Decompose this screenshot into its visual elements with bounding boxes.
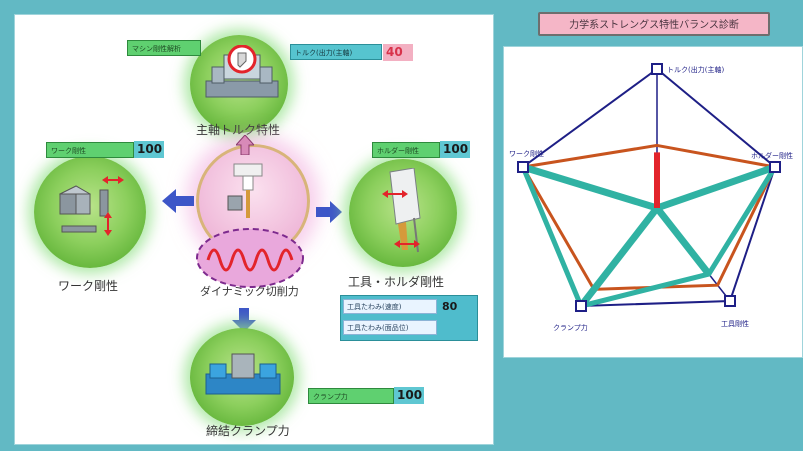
tool-deflection-speed-value[interactable]: 80 bbox=[442, 300, 458, 313]
radar-vertex-1 bbox=[769, 161, 781, 173]
tool-holder-icon bbox=[227, 163, 263, 218]
tool-deflection-surface-value[interactable] bbox=[439, 319, 473, 336]
clamp-force-label: 締結クランプ力 bbox=[206, 424, 290, 438]
radar-vertex-3 bbox=[575, 300, 587, 312]
holder-rigidity-tag[interactable]: ホルダー剛性 bbox=[372, 142, 440, 158]
radar-outline bbox=[521, 67, 777, 308]
dynamic-cutting-force-label: ダイナミック切削力 bbox=[200, 285, 299, 298]
tool-holder-rigidity-icon bbox=[382, 168, 421, 253]
radar-vertex-4 bbox=[517, 161, 529, 173]
radar-series-teal-spoke-3 bbox=[578, 205, 660, 309]
radar-series-teal-spoke-1 bbox=[655, 163, 777, 212]
radar-series-teal-path bbox=[520, 165, 778, 309]
cutting-force-wave-icon bbox=[196, 228, 304, 288]
radar-vertex-0 bbox=[651, 63, 663, 75]
arrow-right-to-tool bbox=[316, 201, 342, 223]
radar-series-teal-spoke-2 bbox=[654, 205, 712, 277]
clamp-force-tag[interactable]: クランプ力 bbox=[308, 388, 394, 404]
arrow-up-to-spindle bbox=[236, 135, 254, 155]
radar-axis-label-3: クランプ力 bbox=[553, 323, 588, 332]
radar-axis-label-4: ワーク剛性 bbox=[509, 149, 544, 158]
spindle-torque-value[interactable]: 40 bbox=[383, 44, 413, 61]
radar-axis-label-2: 工具剛性 bbox=[721, 319, 749, 328]
radar-axis-label-1: ホルダー剛性 bbox=[751, 151, 793, 160]
arrow-down-to-clamp bbox=[232, 308, 256, 332]
radar-axis-label-0: トルク(出力(主軸) bbox=[667, 65, 724, 74]
tool-holder-label: 工具・ホルダ剛性 bbox=[348, 275, 445, 289]
balance-diagnosis-button[interactable]: 力学系ストレングス特性バランス診断 bbox=[538, 12, 770, 36]
clamp-force-value[interactable]: 100 bbox=[394, 387, 424, 404]
arrow-left-to-work bbox=[162, 189, 194, 213]
tool-deflection-speed-label[interactable]: 工具たわみ(速度) bbox=[343, 299, 437, 314]
work-rigidity-value[interactable]: 100 bbox=[134, 141, 164, 158]
machine-rigidity-tag[interactable]: マシン剛性解析 bbox=[127, 40, 201, 56]
radar-vertex-2 bbox=[724, 295, 736, 307]
clamp-fixture-icon bbox=[205, 353, 281, 395]
radar-series-teal-spoke-4 bbox=[521, 163, 659, 212]
holder-rigidity-value[interactable]: 100 bbox=[440, 141, 470, 158]
spindle-machine-icon bbox=[205, 45, 279, 98]
work-piece-icon bbox=[58, 176, 124, 236]
work-rigidity-label: ワーク剛性 bbox=[58, 279, 119, 293]
spindle-torque-label: 主軸トルク特性 bbox=[196, 123, 281, 137]
work-rigidity-tag[interactable]: ワーク剛性 bbox=[46, 142, 134, 158]
spindle-torque-tag[interactable]: トルク(出力(主軸) bbox=[290, 44, 382, 60]
tool-deflection-surface-label[interactable]: 工具たわみ(面品位) bbox=[343, 320, 437, 335]
